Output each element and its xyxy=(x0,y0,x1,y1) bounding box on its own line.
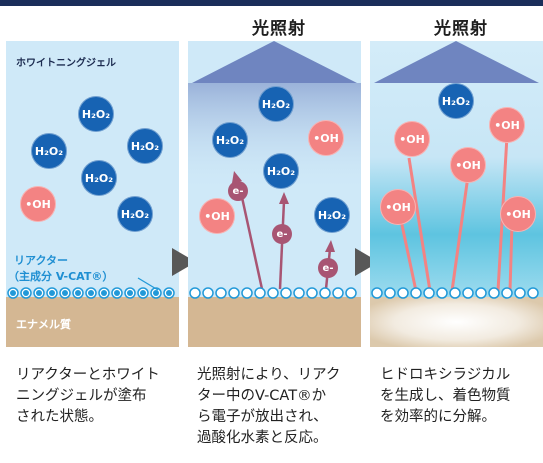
electron: e- xyxy=(228,181,248,201)
oh-radical: •OH xyxy=(199,198,235,234)
h2o2-molecule: H₂O₂ xyxy=(438,83,474,119)
reactor-sub-label: （主成分 V-CAT®） xyxy=(8,270,114,283)
oh-radical: •OH xyxy=(450,147,486,183)
gel-label: ホワイトニングジェル xyxy=(16,58,116,69)
oh-radical: •OH xyxy=(500,196,536,232)
h2o2-molecule: H₂O₂ xyxy=(78,96,114,132)
electron: e- xyxy=(272,224,292,244)
h2o2-molecule: H₂O₂ xyxy=(31,133,67,169)
h2o2-molecule: H₂O₂ xyxy=(81,160,117,196)
oh-radical: •OH xyxy=(20,186,56,222)
panel3-title: 光照射 xyxy=(434,19,488,39)
panel-initial-state: ホワイトニングジェル H₂O₂ H₂O₂ H₂O₂ H₂O₂ H₂O₂ •OH … xyxy=(6,41,179,347)
electron: e- xyxy=(318,258,338,278)
h2o2-molecule: H₂O₂ xyxy=(127,128,163,164)
panel1-graphics xyxy=(7,277,175,299)
h2o2-molecule: H₂O₂ xyxy=(263,153,299,189)
caption-step1: リアクターとホワイト ニングジェルが塗布 された状態。 xyxy=(16,367,160,425)
enamel-layer xyxy=(188,297,361,347)
oh-radical: •OH xyxy=(489,107,525,143)
reactor-label: リアクター xyxy=(14,254,69,267)
h2o2-molecule: H₂O₂ xyxy=(212,122,248,158)
top-bar xyxy=(0,0,543,6)
enamel-label: エナメル質 xyxy=(16,318,71,331)
h2o2-molecule: H₂O₂ xyxy=(314,197,350,233)
oh-radical: •OH xyxy=(308,120,344,156)
caption-step2: 光照射により、リアク ター中のV-CAT®か ら電子が放出され、 過酸化水素と反… xyxy=(197,367,341,446)
h2o2-molecule: H₂O₂ xyxy=(117,196,153,232)
enamel-layer xyxy=(6,297,179,347)
panel3-graphics xyxy=(370,41,543,347)
panel-light-irradiation: H₂O₂ H₂O₂ •OH H₂O₂ •OH H₂O₂ e- e- e- xyxy=(188,41,361,347)
h2o2-molecule: H₂O₂ xyxy=(258,86,294,122)
panel2-title: 光照射 xyxy=(252,19,306,39)
caption-step3: ヒドロキシラジカル を生成し、着色物質 を効率的に分解。 xyxy=(380,367,511,425)
oh-radical: •OH xyxy=(394,121,430,157)
panel-radical-generation: H₂O₂ •OH •OH •OH •OH •OH xyxy=(370,41,543,347)
oh-radical: •OH xyxy=(380,189,416,225)
